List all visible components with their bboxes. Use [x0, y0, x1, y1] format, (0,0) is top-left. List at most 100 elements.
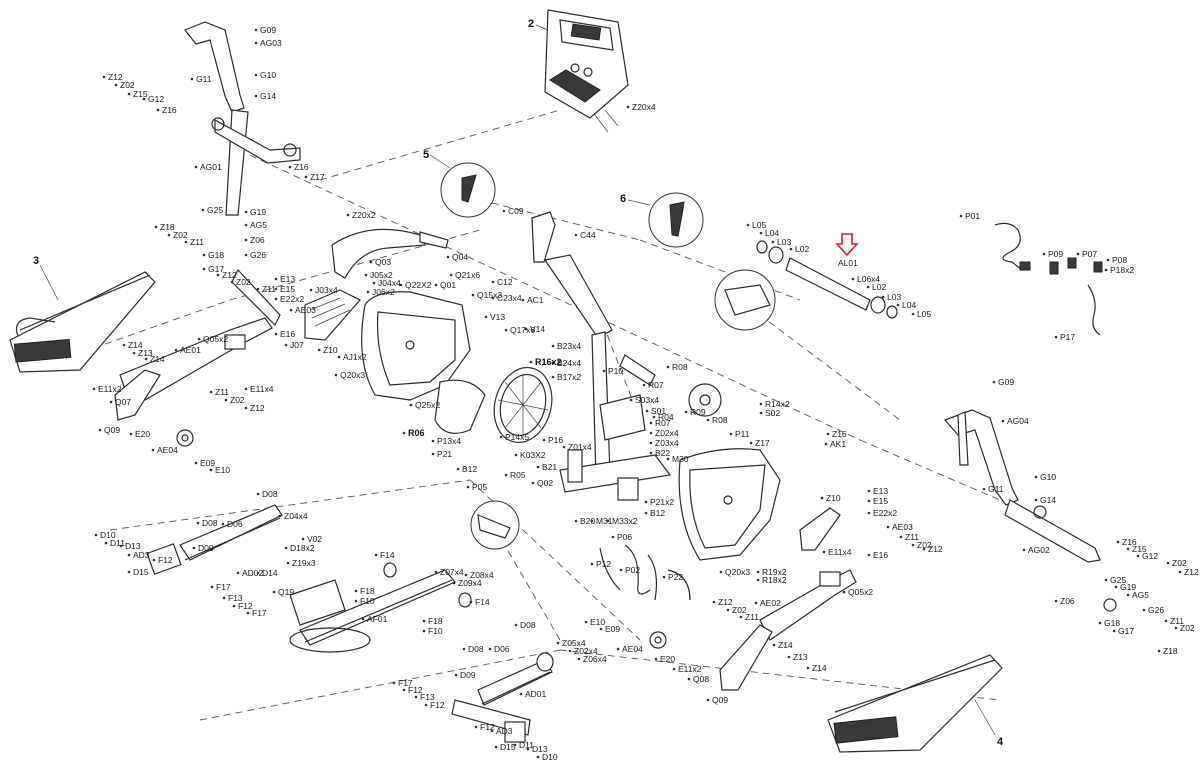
part-dot-center-covers-16	[409, 403, 413, 407]
part-dot-right-arm-10	[842, 590, 846, 594]
part-dot-base-left-14	[236, 571, 240, 575]
part-label-handlebar-right-18: Z11	[1170, 616, 1184, 626]
part-label-right-bracket-8: L05	[917, 309, 931, 319]
part-dot-right-arm-22	[672, 667, 676, 671]
part-label-power-0: P01	[965, 211, 980, 221]
pedal-left-icon	[9, 271, 156, 373]
part-label-center-frame-43: B20	[580, 516, 595, 526]
part-label-left-arm-11: Q09	[104, 425, 120, 435]
part-label-right-arm-20: AE04	[622, 644, 643, 654]
part-dot-left-arm-8	[209, 390, 213, 394]
part-label-right-arm-18: E10	[590, 617, 605, 627]
part-label-base-left-2: D06	[227, 519, 243, 529]
part-label-handlebar-right-7: Z15	[1132, 544, 1147, 554]
part-dot-base-left-2	[221, 522, 225, 526]
part-dot-left-upper-15	[274, 297, 278, 301]
part-dot-right-bracket-7	[896, 303, 900, 307]
part-label-base-right-8: F17	[398, 678, 413, 688]
part-label-right-arm-4: AE03	[892, 522, 913, 532]
part-label-power-2: P07	[1082, 249, 1097, 259]
part-label-base-right-15: D11	[519, 740, 534, 750]
part-label-right-arm-11: Q20x3	[725, 567, 750, 577]
part-dot-base-right-8	[392, 681, 396, 685]
part-dot-left-arm-9	[224, 398, 228, 402]
part-label-left-upper-15: E22x2	[280, 294, 304, 304]
part-dot-center-frame-19	[759, 411, 763, 415]
part-label-center-frame-17: R09	[690, 407, 706, 417]
part-label-right-arm-9: E16	[873, 550, 888, 560]
part-dot-right-arm-11	[719, 570, 723, 574]
part-dot-left-upper-12	[274, 277, 278, 281]
part-label-left-upper-13: E15	[280, 284, 295, 294]
part-label-center-frame-12: R08	[672, 362, 688, 372]
part-label-base-left-25: F18	[360, 586, 375, 596]
part-dot-base-left-21	[222, 596, 226, 600]
part-label-base-right-17: D10	[542, 752, 558, 762]
part-dot-base-left-29	[422, 619, 426, 623]
part-label-center-frame-23: P14x5	[505, 432, 529, 442]
part-label-right-bracket-1: L04	[765, 228, 779, 238]
part-label-base-right-4: Z02x4	[574, 646, 598, 656]
part-dot-left-arm-5	[92, 387, 96, 391]
part-label-center-frame-15: S01	[651, 406, 666, 416]
part-label-left-upper-6: Z06	[250, 235, 265, 245]
part-label-right-arm-22: E11x2	[678, 664, 702, 674]
arm-left	[114, 268, 281, 447]
part-dot-right-arm-0	[820, 496, 824, 500]
part-label-center-covers-0: Z20x2	[352, 210, 376, 220]
part-dot-handlebar-right-7	[1126, 547, 1130, 551]
part-label-power-3: P08	[1112, 255, 1127, 265]
part-label-left-upper-10: Z12	[222, 270, 237, 280]
part-dot-handlebar-left-11	[288, 165, 292, 169]
callout-4: 4	[997, 736, 1004, 748]
part-dot-right-arm-14	[712, 600, 716, 604]
part-label-base-left-6: D13	[125, 541, 141, 551]
part-dot-handlebar-left-12	[304, 175, 308, 179]
part-label-center-frame-25: P21	[437, 449, 452, 459]
part-dot-left-upper-0	[201, 208, 205, 212]
part-dot-right-arm-7	[922, 547, 926, 551]
part-dot-center-frame-41	[644, 500, 648, 504]
part-dot-left-arm-0	[122, 343, 126, 347]
part-dot-left-arm-6	[109, 400, 113, 404]
part-label-left-upper-4: Z02	[173, 230, 188, 240]
detail-bubble-base	[470, 500, 520, 550]
part-dot-left-upper-17	[284, 343, 288, 347]
part-label-base-left-8: AD3	[133, 550, 150, 560]
part-dot-handlebar-left-7	[142, 97, 146, 101]
part-label-center-covers-15: Q20x3	[340, 370, 365, 380]
part-dot-center-frame-8	[551, 361, 555, 365]
part-label-left-arm-14: E09	[200, 458, 215, 468]
part-label-base-left-27: AF01	[367, 614, 388, 624]
part-label-center-frame-41: P21x2	[650, 497, 674, 507]
part-dot-left-upper-2	[154, 225, 158, 229]
part-label-center-frame-5: V13	[490, 312, 505, 322]
part-dot-left-arm-1	[132, 351, 136, 355]
flywheel-icon	[493, 366, 553, 444]
part-label-console-0: Z20x4	[632, 102, 656, 112]
part-label-handlebar-right-5: AG02	[1028, 545, 1050, 555]
part-dot-center-covers-13	[317, 348, 321, 352]
part-label-center-covers-5: Q22X2	[405, 280, 432, 290]
part-label-handlebar-right-14: Z06	[1060, 596, 1075, 606]
part-label-right-arm-8: E11x4	[828, 547, 852, 557]
part-dot-right-arm-8	[822, 550, 826, 554]
part-label-handlebar-left-2: G11	[196, 74, 212, 84]
part-label-left-arm-2: Q05x2	[203, 334, 228, 344]
part-dot-center-covers-2	[369, 260, 373, 264]
part-label-right-arm-5: Z11	[905, 532, 919, 542]
part-label-right-arm-12: R19x2	[762, 567, 787, 577]
part-dot-handlebar-left-2	[190, 77, 194, 81]
part-label-center-covers-4: Q01	[440, 280, 456, 290]
part-dot-center-frame-42	[644, 511, 648, 515]
part-dot-left-upper-4	[167, 233, 171, 237]
part-dot-right-bracket-0	[746, 223, 750, 227]
part-label-right-arm-19: E09	[605, 624, 620, 634]
part-dot-handlebar-right-15	[1142, 608, 1146, 612]
part-label-base-left-10: F12	[158, 555, 173, 565]
part-label-center-frame-40: P05	[472, 482, 487, 492]
part-dot-right-arm-24	[706, 698, 710, 702]
part-dot-center-covers-7	[372, 281, 376, 285]
part-dot-center-frame-17	[684, 410, 688, 414]
